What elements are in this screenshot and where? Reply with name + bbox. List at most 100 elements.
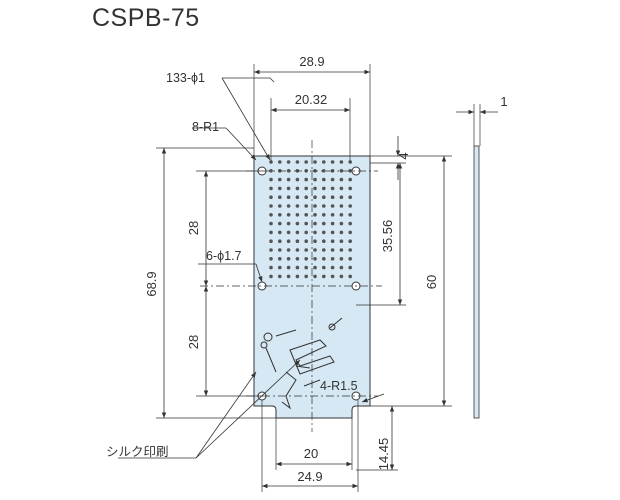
grid-hole: [304, 204, 309, 208]
grid-hole: [286, 274, 291, 279]
grid-hole: [304, 195, 309, 199]
dim-total-height-label: 68.9: [144, 271, 159, 296]
grid-hole: [295, 186, 300, 191]
grid-hole: [286, 204, 291, 208]
grid-hole: [269, 186, 273, 191]
grid-hole: [278, 221, 282, 226]
grid-hole: [330, 257, 335, 261]
grid-hole: [304, 160, 309, 164]
grid-hole: [269, 248, 273, 252]
grid-hole: [286, 213, 291, 217]
grid-hole: [322, 265, 326, 270]
grid-hole: [278, 274, 282, 279]
grid-hole: [286, 239, 291, 243]
grid-hole: [313, 186, 317, 191]
grid-hole: [348, 274, 353, 279]
grid-hole: [330, 186, 335, 191]
grid-hole: [322, 186, 326, 191]
callout-holes: 133-ϕ1: [166, 71, 205, 85]
grid-hole: [313, 204, 317, 208]
grid-hole: [339, 177, 344, 182]
grid-hole: [330, 195, 335, 199]
grid-hole: [278, 204, 282, 208]
grid-hole: [286, 177, 291, 182]
grid-hole: [330, 213, 335, 217]
grid-hole: [313, 221, 317, 226]
grid-hole: [269, 177, 273, 182]
grid-hole: [330, 160, 335, 164]
grid-hole: [295, 274, 300, 279]
callout-silk-print: シルク印刷: [106, 445, 169, 459]
grid-hole: [322, 213, 326, 217]
grid-hole: [295, 177, 300, 182]
grid-hole: [313, 265, 317, 270]
grid-hole: [339, 221, 344, 226]
grid-hole: [339, 265, 344, 270]
grid-hole: [339, 248, 344, 252]
hole-grid: [269, 160, 353, 279]
grid-hole: [304, 177, 309, 182]
grid-hole: [295, 195, 300, 199]
grid-hole: [330, 177, 335, 182]
dim-bottom-inner-label: 20: [304, 446, 318, 461]
grid-hole: [269, 257, 273, 261]
grid-hole: [322, 204, 326, 208]
grid-hole: [339, 239, 344, 243]
grid-hole: [322, 248, 326, 252]
grid-hole: [330, 221, 335, 226]
grid-hole: [339, 230, 344, 235]
grid-hole: [313, 274, 317, 279]
grid-hole: [269, 204, 273, 208]
grid-hole: [330, 265, 335, 270]
grid-hole: [269, 239, 273, 243]
grid-hole: [322, 274, 326, 279]
grid-hole: [348, 230, 353, 235]
grid-hole: [295, 204, 300, 208]
grid-hole: [313, 230, 317, 235]
grid-hole: [278, 230, 282, 235]
grid-hole: [278, 186, 282, 191]
grid-hole: [330, 230, 335, 235]
grid-hole: [313, 213, 317, 217]
grid-hole: [322, 257, 326, 261]
side-view-board: [473, 145, 480, 419]
grid-hole: [286, 257, 291, 261]
grid-hole: [348, 239, 353, 243]
grid-hole: [278, 248, 282, 252]
grid-hole: [304, 213, 309, 217]
grid-hole: [313, 160, 317, 164]
grid-hole: [286, 221, 291, 226]
grid-hole: [278, 177, 282, 182]
grid-hole: [348, 186, 353, 191]
grid-hole: [304, 230, 309, 235]
grid-hole: [322, 239, 326, 243]
grid-hole: [339, 204, 344, 208]
grid-hole: [304, 239, 309, 243]
grid-hole: [269, 169, 273, 173]
centerlines: [200, 140, 382, 432]
grid-hole: [304, 265, 309, 270]
grid-hole: [269, 213, 273, 217]
grid-hole: [304, 248, 309, 252]
grid-hole: [339, 160, 344, 164]
grid-hole: [339, 195, 344, 199]
grid-hole: [278, 265, 282, 270]
grid-hole: [348, 265, 353, 270]
grid-hole: [278, 213, 282, 217]
callout-mount-holes: 6-ϕ1.7: [206, 249, 242, 263]
grid-hole: [286, 160, 291, 164]
callout-corner-bottom: 4-R1.5: [320, 379, 358, 393]
grid-hole: [304, 221, 309, 226]
dim-bottom-width-label: 24.9: [297, 469, 322, 484]
grid-hole: [348, 248, 353, 252]
dim-inner-pitch-label: 20.32: [295, 92, 328, 107]
grid-hole: [330, 248, 335, 252]
dim-hole-span-label: 35.56: [380, 220, 395, 253]
page-title: CSPB-75: [92, 4, 200, 32]
grid-hole: [304, 257, 309, 261]
dim-upper-half-label: 28: [186, 221, 201, 235]
grid-hole: [269, 230, 273, 235]
grid-hole: [313, 257, 317, 261]
